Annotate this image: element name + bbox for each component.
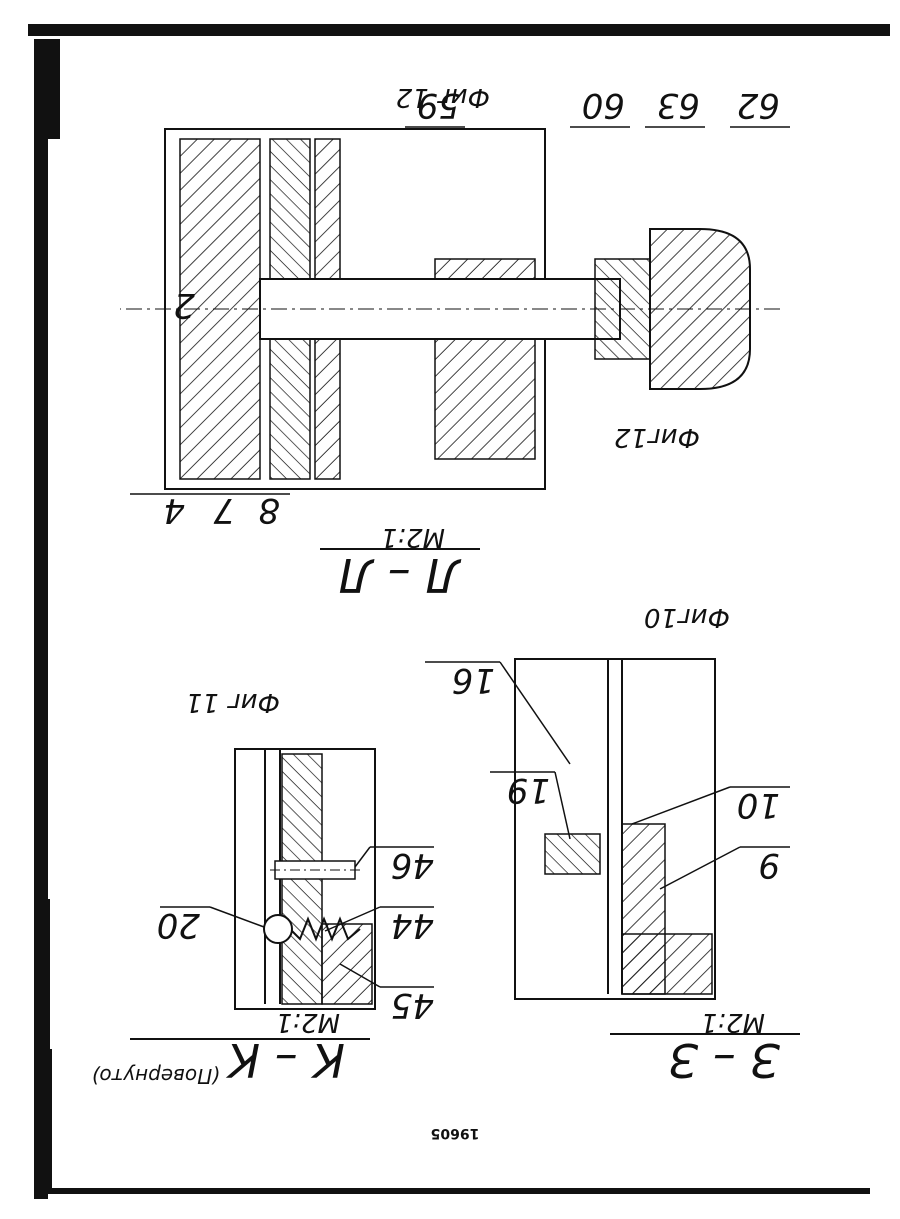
callout-4: 4 — [163, 490, 185, 530]
section-l-title: Л – Л — [339, 548, 462, 602]
section-3-figure: Фиг10 — [644, 602, 730, 632]
k-ball-20 — [264, 915, 292, 943]
callout-16: 16 — [452, 660, 495, 700]
callout-7: 7 — [213, 490, 235, 530]
frame-bar-right-lower — [44, 39, 60, 139]
sheet-number: 19605 — [431, 1125, 480, 1141]
frame-band-top — [35, 1188, 870, 1194]
section-3-title: З – З — [669, 1033, 780, 1087]
callout-20: 20 — [157, 905, 200, 945]
callout-44: 44 — [391, 905, 434, 945]
frame-bar-right — [34, 39, 48, 1199]
section-k-title: К – К — [225, 1033, 345, 1087]
section-k-note: (Повернуто) — [92, 1064, 220, 1088]
section-l-scale: M2:1 — [381, 522, 445, 552]
callout-63: 63 — [657, 85, 700, 125]
callout-8: 8 — [258, 490, 280, 530]
frame-band-bottom — [28, 24, 890, 36]
callout-2: 2 — [173, 285, 195, 325]
section-l-figure-handwritten: Фиг 12 — [396, 82, 490, 112]
section-l-figure: Фиг12 — [614, 422, 700, 452]
callout-46: 46 — [391, 845, 434, 885]
callout-45: 45 — [391, 985, 434, 1025]
section-3-scale: M2:1 — [701, 1007, 765, 1037]
callout-19: 19 — [507, 770, 550, 810]
z-part-19 — [545, 834, 600, 874]
callout-60: 60 — [582, 85, 625, 125]
z-part-9-stem — [622, 824, 665, 994]
l-pin-63 — [595, 259, 650, 359]
section-k-scale: M2:1 — [276, 1007, 340, 1037]
callout-9: 9 — [758, 845, 780, 885]
section-k-figure: Фиг 11 — [186, 687, 280, 717]
callout-10: 10 — [737, 785, 780, 825]
frame-mark-left — [46, 899, 50, 1099]
callout-62: 62 — [737, 85, 780, 125]
l-knob-62 — [650, 229, 750, 389]
